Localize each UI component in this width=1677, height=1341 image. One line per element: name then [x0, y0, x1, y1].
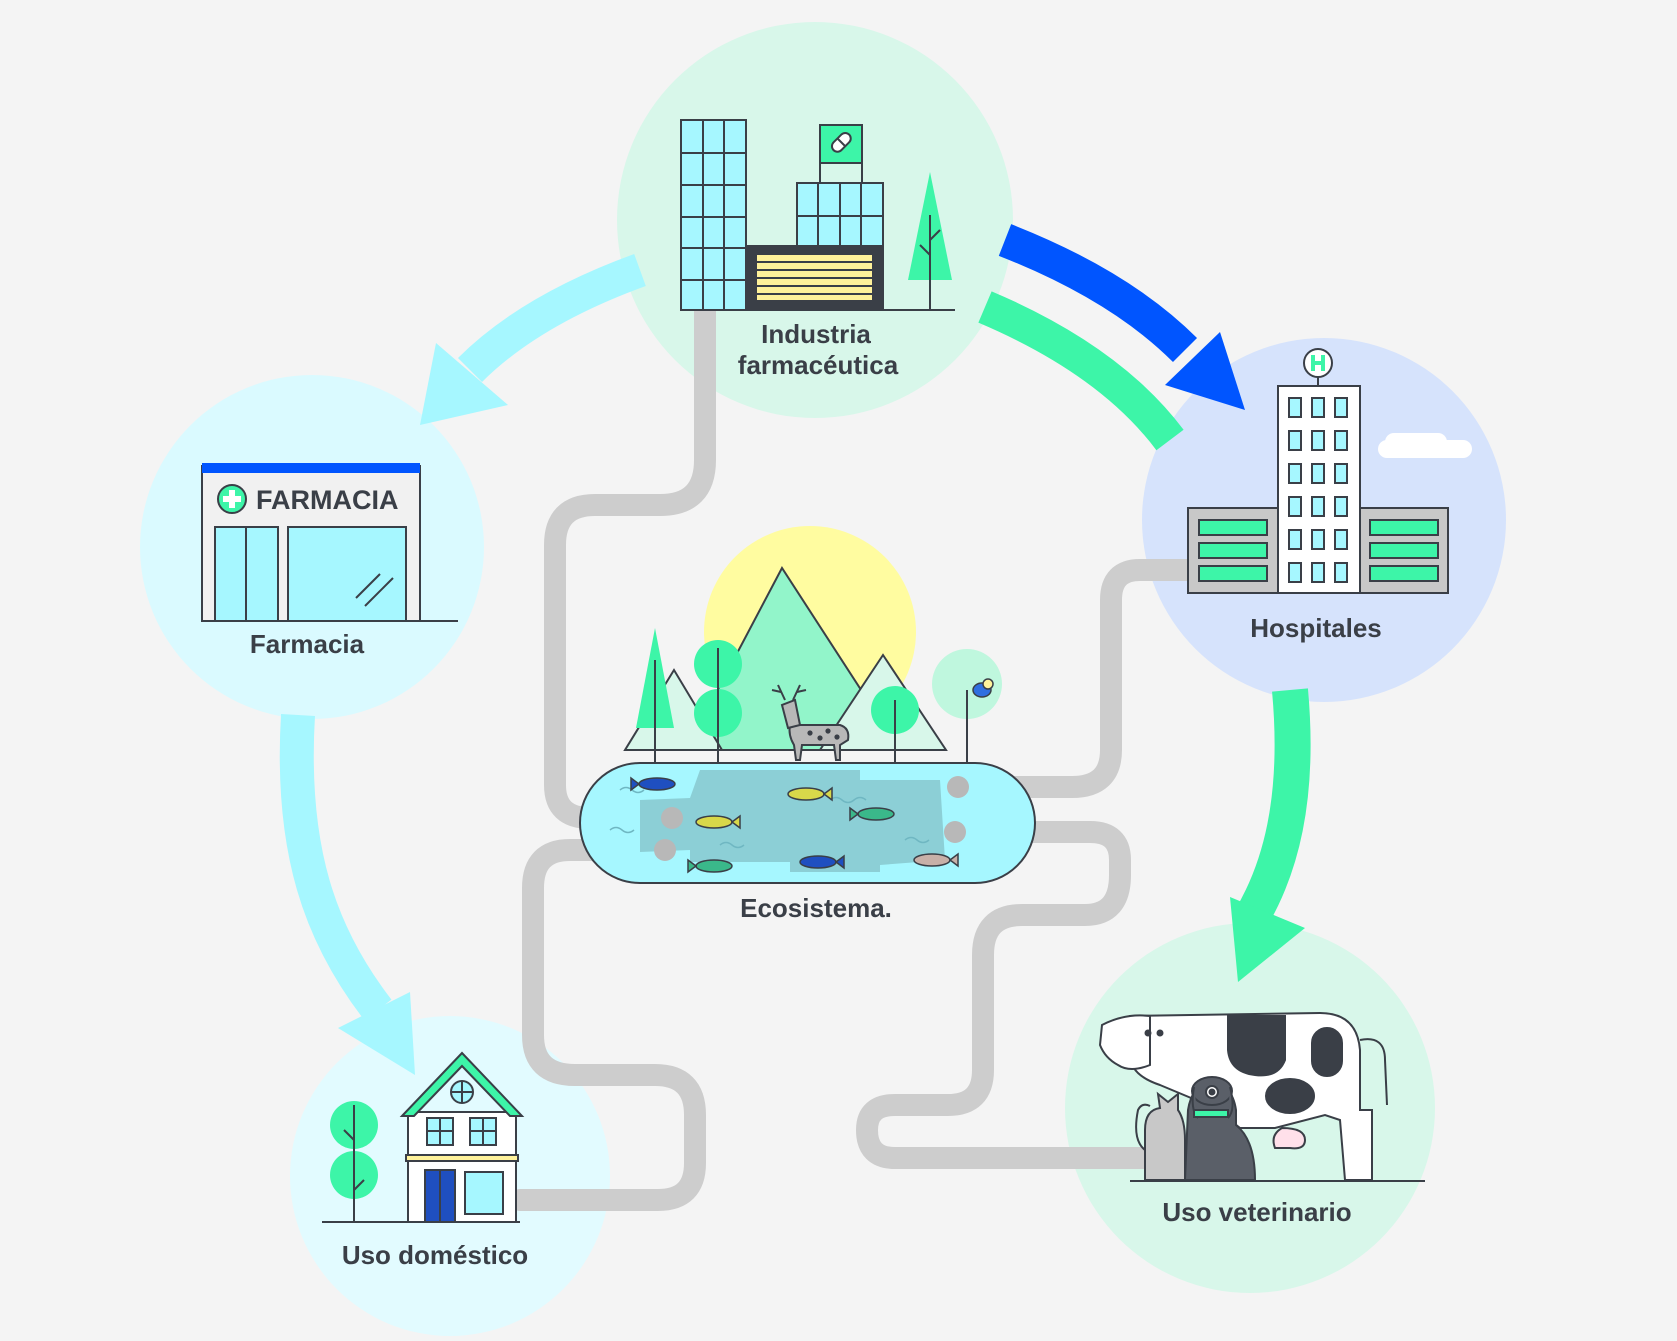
hospitales-node: Hospitales	[1187, 348, 1472, 643]
pharmacy-sign-text: FARMACIA	[256, 485, 399, 515]
arrowhead-veterinario	[1230, 897, 1305, 982]
arrow-industria-to-hospitales-green	[978, 291, 1184, 451]
pipe-domestico	[509, 839, 706, 1211]
glass-building-right	[796, 124, 884, 249]
flow-arrows	[279, 224, 1311, 1075]
farmacia-node: FARMACIA Farmacia	[201, 463, 458, 659]
deer-icon	[771, 684, 850, 761]
house	[399, 1051, 525, 1223]
round-trees	[330, 1101, 378, 1222]
arrowhead-domestico	[338, 992, 415, 1075]
hospitales-label: Hospitales	[1250, 613, 1382, 643]
waste-pipes	[509, 299, 1201, 1211]
arrowhead-farmacia	[420, 343, 508, 425]
hospital-h-icon	[1303, 348, 1333, 386]
pipe-industria	[544, 299, 716, 829]
ecosistema-label: Ecosistema.	[740, 893, 892, 923]
pharmacy-cross-icon	[217, 484, 247, 514]
pill-icon	[830, 131, 852, 153]
dog-icon	[1183, 1076, 1257, 1181]
pharmacy-doors	[214, 526, 407, 622]
pipe-hospitales	[947, 559, 1201, 798]
industria-label-line1: Industria	[761, 319, 871, 349]
ecosistema-node: Ecosistema.	[579, 526, 1036, 923]
arrow-industria-to-hospitales-blue	[998, 224, 1198, 363]
eco-trees	[636, 628, 1002, 765]
arrow-industria-to-farmacia	[457, 254, 646, 383]
fish-icon	[630, 776, 959, 874]
cat-icon	[1135, 1091, 1186, 1181]
veterinario-label: Uso veterinario	[1162, 1197, 1351, 1227]
cow-icon	[1098, 1011, 1388, 1181]
arrow-hospitales-to-veterinario	[1234, 688, 1311, 930]
industria-node: Industria farmacéutica	[680, 119, 955, 380]
hospital-windows	[1288, 397, 1348, 583]
arrow-farmacia-to-domestico	[279, 713, 392, 1021]
glass-tower	[680, 119, 747, 311]
cloud	[1378, 433, 1472, 458]
farmacia-label: Farmacia	[250, 629, 365, 659]
hospital-wings	[1187, 507, 1449, 594]
hospital-tower	[1277, 385, 1361, 594]
waves	[609, 786, 930, 849]
domestico-node: Uso doméstico	[322, 1051, 528, 1270]
bird-icon	[972, 678, 994, 698]
arrowhead-hospitales	[1165, 332, 1245, 410]
veterinario-node: Uso veterinario	[1098, 1011, 1425, 1227]
pipe-veterinario	[856, 821, 1161, 1169]
pharmacy-roof	[202, 463, 420, 473]
factory-block	[746, 245, 884, 310]
industria-label-line2: farmacéutica	[738, 350, 899, 380]
pond-dark-water	[640, 770, 945, 872]
tree-pine	[908, 172, 952, 310]
pipe-outlets	[654, 776, 969, 861]
domestico-label: Uso doméstico	[342, 1240, 528, 1270]
